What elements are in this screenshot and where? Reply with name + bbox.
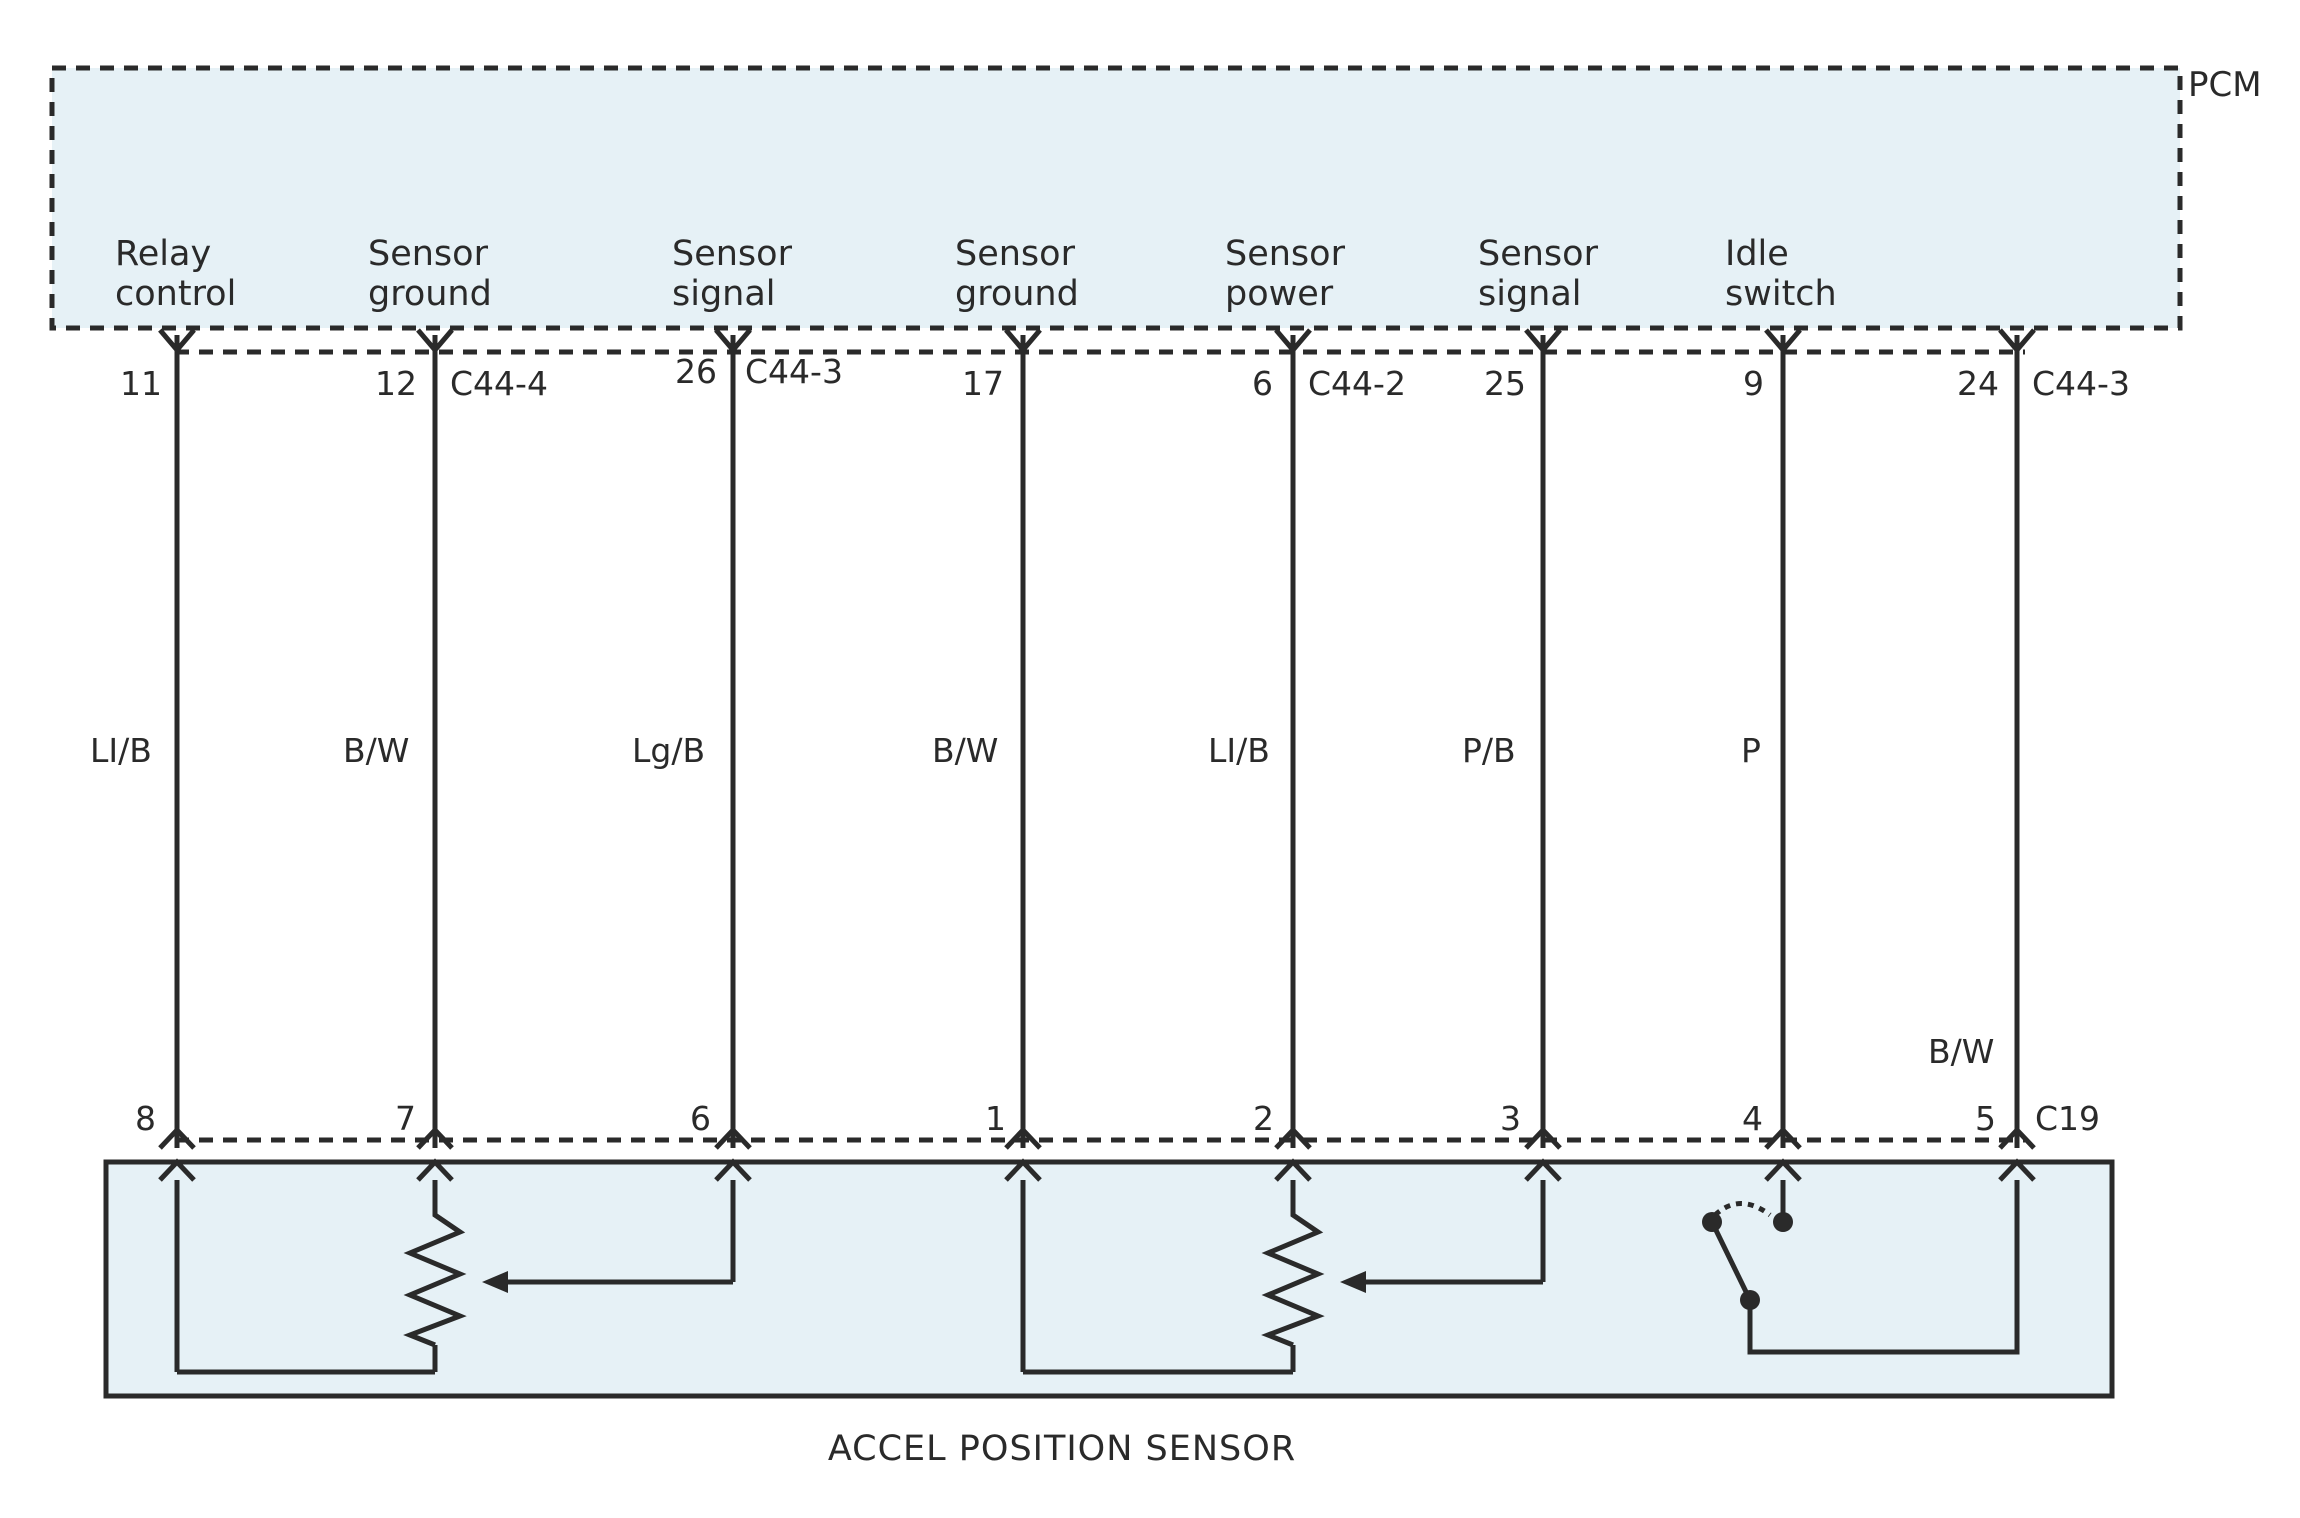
pcm-pin-12: 12 <box>375 364 417 403</box>
pcm-function-sensor-signal-2: Sensor <box>1478 234 1599 274</box>
sensor-pin-5: 5 <box>1975 1099 1996 1138</box>
pcm-function-relay-control-2: control <box>115 274 236 314</box>
pcm-pin-26: 26 <box>675 352 717 391</box>
wire-color-labels: LI/B B/W Lg/B B/W LI/B P/B P B/W <box>90 731 1994 1071</box>
sensor-chevron-7 <box>416 1126 454 1150</box>
pcm-function-labels: Relay control Sensor ground Sensor signa… <box>115 234 1837 314</box>
pcm-function-sensor-signal-2b: signal <box>1478 274 1582 314</box>
sensor-pin-7: 7 <box>395 1099 416 1138</box>
pcm-pin-17: 17 <box>962 364 1004 403</box>
sensor-pin-1: 1 <box>985 1099 1006 1138</box>
pcm-chevron-25 <box>1524 328 1562 354</box>
pcm-function-sensor-ground-1b: ground <box>368 274 492 314</box>
pcm-function-sensor-ground-2: Sensor <box>955 234 1076 274</box>
wire-color-6: LI/B <box>1208 731 1270 770</box>
pcm-function-sensor-signal-1b: signal <box>672 274 776 314</box>
wire-color-17: B/W <box>932 731 998 770</box>
sensor-internal-circuit <box>174 1180 2020 1375</box>
pcm-chevron-11 <box>158 328 196 354</box>
sensor-pin-chevrons <box>158 1126 2036 1182</box>
sensor-chevron-4 <box>1764 1126 1802 1150</box>
pcm-function-sensor-ground-1: Sensor <box>368 234 489 274</box>
sensor-pin-3: 3 <box>1500 1099 1521 1138</box>
pot1-resistor <box>403 1180 467 1348</box>
pcm-function-sensor-power: Sensor <box>1225 234 1346 274</box>
pcm-connector-c44-2: C44-2 <box>1308 364 1406 403</box>
sensor-chevron-5b <box>1998 1158 2036 1182</box>
pcm-pin-9: 9 <box>1743 364 1764 403</box>
idle-switch-contact-pivot <box>1702 1212 1722 1232</box>
sensor-box <box>103 1159 2115 1399</box>
pcm-pin-chevrons <box>158 328 2036 354</box>
pcm-chevron-12 <box>416 328 454 354</box>
idle-switch-contact-bottom <box>1740 1290 1760 1310</box>
sensor-internal-marks <box>482 1212 1793 1310</box>
sensor-chevron-1 <box>1004 1126 1042 1150</box>
idle-switch-blade <box>1709 1220 1753 1302</box>
sensor-chevron-4b <box>1764 1158 1802 1182</box>
sensor-chevron-1b <box>1004 1158 1042 1182</box>
wire-color-25: P/B <box>1462 731 1516 770</box>
wire-color-11: LI/B <box>90 731 152 770</box>
pcm-connector-c44-3b: C44-3 <box>2032 364 2130 403</box>
pcm-chevron-26 <box>714 328 752 354</box>
pcm-function-relay-control: Relay <box>115 234 211 274</box>
wire-color-12: B/W <box>343 731 409 770</box>
wire-color-9: P <box>1741 731 1761 770</box>
pcm-chevron-6 <box>1274 328 1312 354</box>
pcm-connector-c44-4: C44-4 <box>450 364 548 403</box>
idle-switch-contact-top <box>1773 1212 1793 1232</box>
wire-color-24: B/W <box>1928 1032 1994 1071</box>
pcm-label: PCM <box>2188 65 2262 105</box>
pcm-chevron-9 <box>1764 328 1802 354</box>
sensor-pin-labels: 8 7 6 1 2 3 4 5 C19 <box>135 1099 2100 1138</box>
sensor-chevron-6 <box>714 1126 752 1150</box>
pcm-pin-labels: 11 12 C44-4 26 C44-3 17 6 C44-2 25 9 24 … <box>120 352 2130 403</box>
sensor-chevron-6b <box>714 1158 752 1182</box>
sensor-pin-6: 6 <box>690 1099 711 1138</box>
pot2-resistor <box>1261 1180 1325 1348</box>
pcm-function-sensor-ground-2b: ground <box>955 274 1079 314</box>
wire-color-26: Lg/B <box>632 731 705 770</box>
sensor-pin-8: 8 <box>135 1099 156 1138</box>
sensor-chevron-5 <box>1998 1126 2036 1150</box>
sensor-chevron-8b <box>158 1158 196 1182</box>
idle-switch-arc <box>1713 1201 1772 1218</box>
sensor-chevron-2b <box>1274 1158 1312 1182</box>
pot1-wiper-arrow-icon <box>482 1271 508 1293</box>
sensor-label: ACCEL POSITION SENSOR <box>828 1429 1296 1469</box>
sensor-connector-c19: C19 <box>2035 1099 2100 1138</box>
pcm-module-box <box>49 65 2183 331</box>
pcm-function-sensor-power-b: power <box>1225 274 1334 314</box>
wires <box>174 335 2020 1148</box>
pcm-pin-11: 11 <box>120 364 162 403</box>
sensor-chevron-8 <box>158 1126 196 1150</box>
pcm-connector-c44-3a: C44-3 <box>745 352 843 391</box>
pcm-pin-6: 6 <box>1252 364 1273 403</box>
pcm-function-idle-switch-b: switch <box>1725 274 1837 314</box>
pot2-wiper-arrow-icon <box>1340 1271 1366 1293</box>
pcm-pin-25: 25 <box>1484 364 1526 403</box>
sensor-chevron-7b <box>416 1158 454 1182</box>
idle-switch-return <box>1747 1180 2020 1355</box>
pcm-function-sensor-signal-1: Sensor <box>672 234 793 274</box>
sensor-pin-4: 4 <box>1742 1099 1763 1138</box>
pcm-chevron-17 <box>1004 328 1042 354</box>
pcm-function-idle-switch: Idle <box>1725 234 1789 274</box>
sensor-chevron-3b <box>1524 1158 1562 1182</box>
sensor-chevron-3 <box>1524 1126 1562 1150</box>
sensor-pin-2: 2 <box>1253 1099 1274 1138</box>
pcm-pin-24: 24 <box>1957 364 1999 403</box>
sensor-chevron-2 <box>1274 1126 1312 1150</box>
pcm-chevron-24 <box>1998 328 2036 354</box>
